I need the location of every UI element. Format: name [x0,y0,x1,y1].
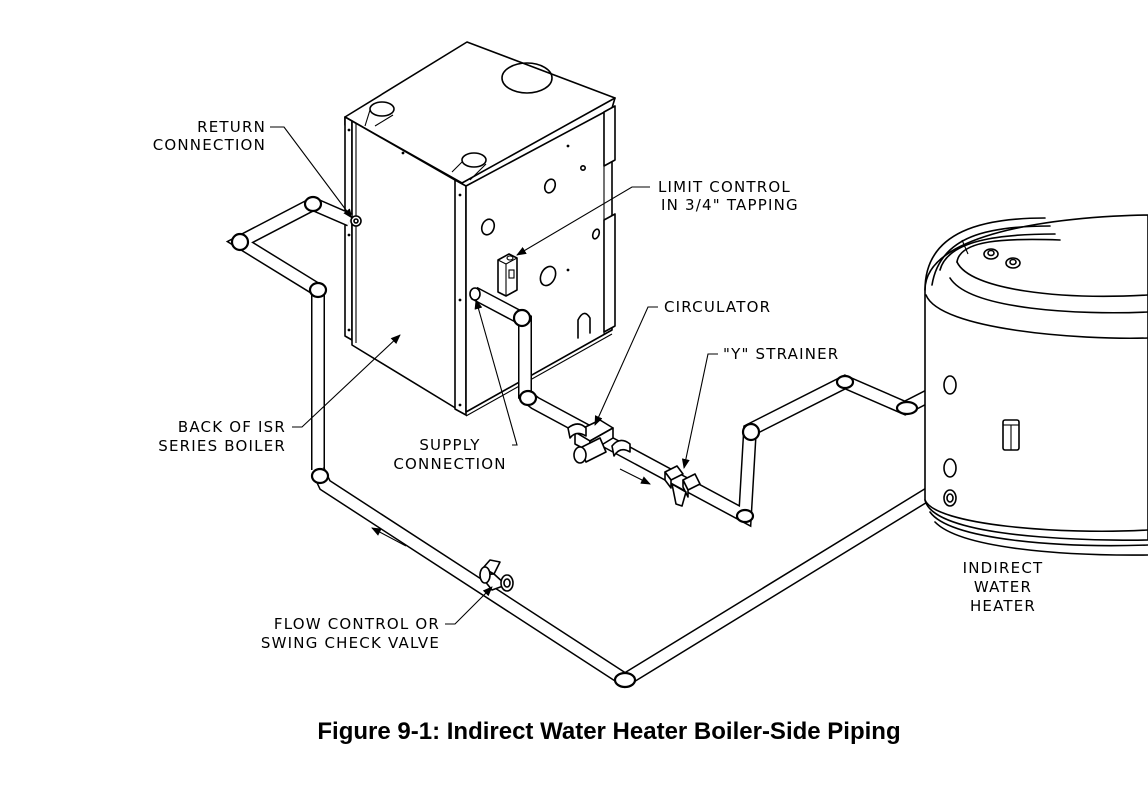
supply-connection-leader [474,299,518,446]
elbow-fitting [230,232,250,252]
flow-control-leader [445,586,493,625]
elbow-fitting [303,195,323,213]
elbow-fitting [512,308,532,328]
limit-control [497,253,518,297]
back-of-boiler-leader [292,334,401,428]
elbow-fitting [741,422,761,442]
label-line: CONNECTION [393,455,506,473]
elbow-fitting [613,671,637,689]
label-line: LIMIT CONTROL [658,178,791,196]
label-circulator: CIRCULATOR [664,298,771,316]
label-return-connection: RETURN CONNECTION [153,118,266,154]
circulator [567,419,631,464]
boiler-side-panel [465,107,613,413]
label-line: WATER [974,578,1032,596]
label-indirect-water-heater: INDIRECT WATER HEATER [963,559,1044,615]
y-strainer-leader [681,353,718,469]
label-limit-control: LIMIT CONTROL IN 3/4" TAPPING [658,178,799,214]
label-line: SUPPLY [419,436,480,454]
return-connection-fitting [350,215,362,227]
label-line: SERIES BOILER [158,437,286,455]
indirect-water-heater [924,214,1148,556]
return-connection-leader [270,126,353,219]
label-line: BACK OF ISR [178,418,286,436]
limit-control-leader [516,186,650,256]
circulator-leader [594,306,658,426]
label-flow-control: FLOW CONTROL OR SWING CHECK VALVE [261,615,440,652]
elbow-fitting [835,374,855,390]
flow-control-valve [479,559,514,592]
figure-caption: Figure 9-1: Indirect Water Heater Boiler… [317,718,901,745]
label-line: HEATER [970,597,1036,615]
flue-outlet [501,62,553,94]
heater-supply-connection [943,375,957,395]
boiler [344,41,616,417]
elbow-fitting [310,467,330,485]
label-line: CONNECTION [153,136,266,154]
label-line: FLOW CONTROL OR [274,615,440,633]
supply-connection-fitting [469,287,481,301]
supply-flow-arrow [619,468,651,485]
label-back-of-boiler: BACK OF ISR SERIES BOILER [158,418,286,455]
elbow-fitting [895,400,919,416]
heater-return-connection [943,458,957,478]
return-flow-arrow [371,527,407,547]
label-line: IN 3/4" TAPPING [661,196,799,214]
elbow-fitting [308,281,328,299]
label-line: INDIRECT [963,559,1044,577]
label-line: SWING CHECK VALVE [261,634,440,652]
label-supply-connection: SUPPLY CONNECTION [393,436,506,473]
label-y-strainer: "Y" STRAINER [723,345,839,363]
label-line: RETURN [197,118,266,136]
y-strainer [664,465,701,507]
elbow-fitting [518,389,538,407]
piping [225,195,952,689]
elbow-fitting [735,508,755,524]
